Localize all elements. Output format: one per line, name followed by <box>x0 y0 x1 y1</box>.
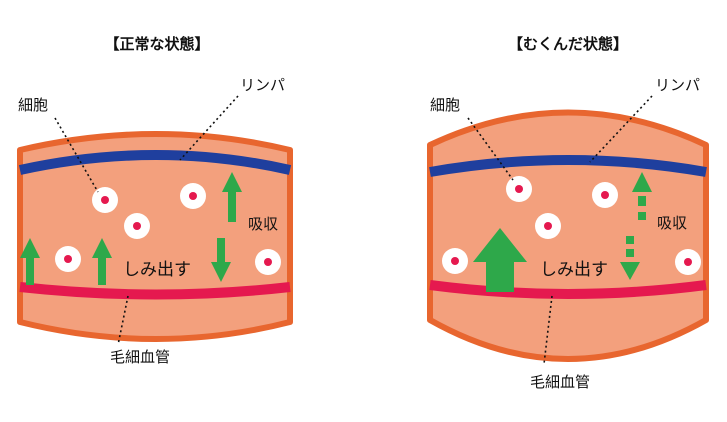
normal-exude-label: しみ出す <box>123 260 191 280</box>
cell <box>180 183 206 209</box>
swollen-lymph-label: リンパ <box>655 76 700 94</box>
normal-arrows <box>20 172 242 285</box>
swollen-arrows <box>473 172 652 292</box>
normal-title: 【正常な状態】 <box>104 35 209 53</box>
swollen-cells <box>442 176 701 275</box>
swollen-title: 【むくんだ状態】 <box>508 35 628 53</box>
dashed-down-arrow-dash <box>626 236 634 244</box>
normal-lymph-label: リンパ <box>240 76 285 94</box>
up-arrow <box>92 238 112 285</box>
swollen-lymph-leader <box>589 95 653 163</box>
normal-state-panel: 【正常な状態】 細胞 リンパ 吸収 しみ出す 毛細血管 <box>17 35 293 366</box>
swollen-exude-label: しみ出す <box>540 260 608 280</box>
normal-cell-leader <box>54 117 99 193</box>
swollen-state-panel: 【むくんだ状態】 細胞 リンパ 吸収 しみ出す 毛細血管 <box>427 35 709 391</box>
cell <box>506 176 532 202</box>
cell <box>255 249 281 275</box>
cell <box>124 213 150 239</box>
cell <box>442 248 468 274</box>
normal-capillary <box>19 282 291 300</box>
swollen-capillary <box>429 280 707 299</box>
swollen-cell-label: 細胞 <box>430 96 460 114</box>
normal-lymph-leader <box>179 95 239 161</box>
cell <box>55 246 81 272</box>
normal-lymph-vessel <box>18 150 292 175</box>
swollen-capillary-leader <box>543 295 553 365</box>
down-arrow <box>211 238 231 282</box>
normal-capillary-label: 毛細血管 <box>110 348 170 366</box>
normal-cells <box>55 183 281 275</box>
cell <box>675 249 701 275</box>
normal-capillary-leader <box>117 295 129 346</box>
cell <box>535 213 561 239</box>
swollen-tissue <box>427 109 709 362</box>
dashed-down-arrow-head <box>620 262 640 280</box>
dashed-down-arrow-dash <box>626 249 634 257</box>
up-arrow <box>20 238 40 285</box>
dashed-up-arrow-head <box>632 172 652 192</box>
swollen-lymph-vessel <box>429 155 707 177</box>
swollen-capillary-label: 毛細血管 <box>530 373 590 391</box>
dashed-up-arrow-dash <box>638 196 646 206</box>
up-arrow <box>222 172 242 222</box>
cell <box>92 187 118 213</box>
normal-absorb-label: 吸収 <box>248 215 278 233</box>
large-up-arrow <box>473 228 527 292</box>
normal-cell-label: 細胞 <box>18 96 48 114</box>
dashed-up-arrow-dash <box>638 212 646 220</box>
swollen-absorb-label: 吸収 <box>657 214 687 232</box>
cell <box>592 182 618 208</box>
